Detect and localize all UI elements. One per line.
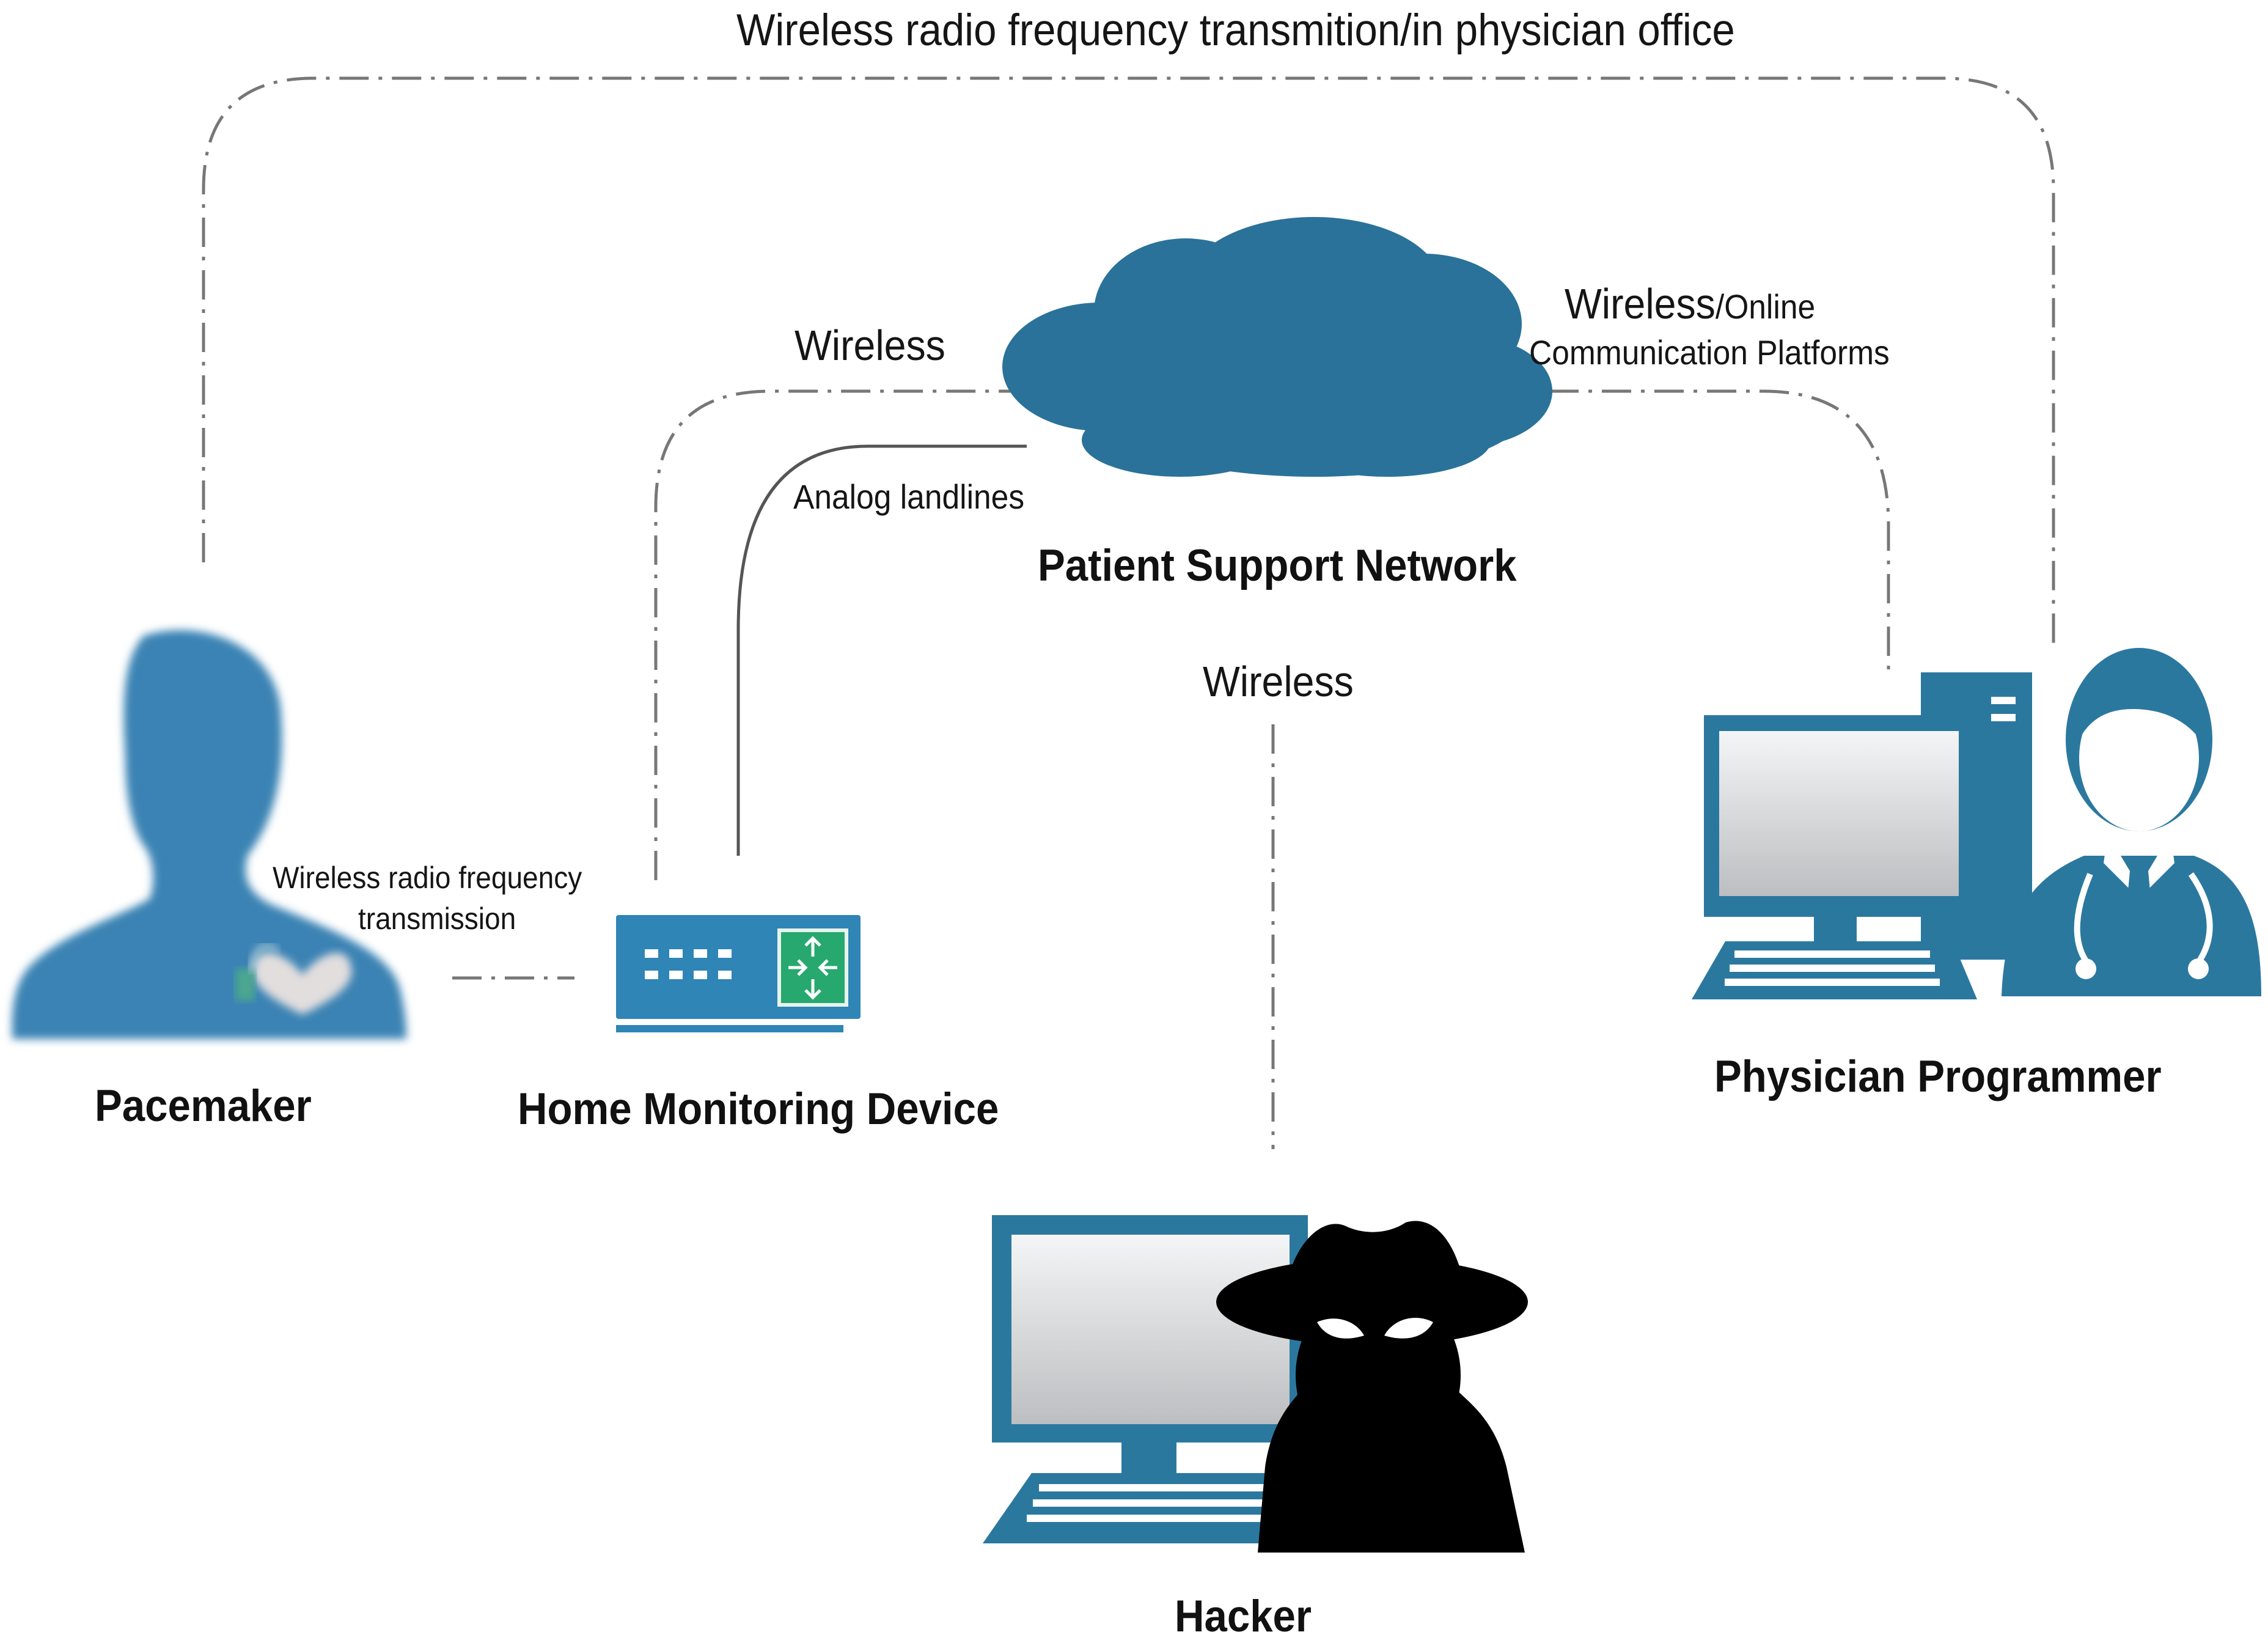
rf-transmission-label-line1: Wireless radio frequency	[273, 861, 582, 895]
heart-icon	[235, 944, 352, 1015]
home-monitoring-device-label: Home Monitoring Device	[518, 1084, 999, 1134]
wireless-online-label: Wireless/Online	[1565, 280, 1816, 328]
wireless-center-label: Wireless	[1203, 658, 1354, 705]
spy-hat-icon	[1216, 1221, 1528, 1553]
cloud-icon	[1002, 217, 1552, 477]
analog-landline-link	[736, 444, 1027, 856]
desktop-computer-icon	[983, 1215, 1308, 1543]
analog-landlines-label: Analog landlines	[793, 477, 1025, 516]
top-link-label: Wireless radio frequency transmition/in …	[736, 6, 1735, 55]
stethoscope-icon	[2074, 872, 2213, 979]
home-to-network-wireless-link	[654, 389, 1039, 880]
pacemaker-label: Pacemaker	[95, 1081, 312, 1131]
desktop-computer-icon	[1692, 672, 2032, 999]
top-wireless-link	[202, 76, 2055, 648]
patient-support-network-label: Patient Support Network	[1038, 541, 1517, 590]
router-icon	[616, 915, 861, 1032]
communication-platforms-label: Communication Platforms	[1529, 333, 1890, 372]
wireless-left-label: Wireless	[795, 322, 945, 369]
network-to-physician-link	[1549, 389, 1890, 672]
physician-programmer-label: Physician Programmer	[1714, 1052, 2162, 1101]
patient-silhouette-icon	[12, 630, 406, 1039]
rf-transmission-label-line2: transmission	[358, 902, 516, 936]
doctor-icon	[2002, 648, 2261, 996]
hacker-label: Hacker	[1175, 1592, 1312, 1641]
